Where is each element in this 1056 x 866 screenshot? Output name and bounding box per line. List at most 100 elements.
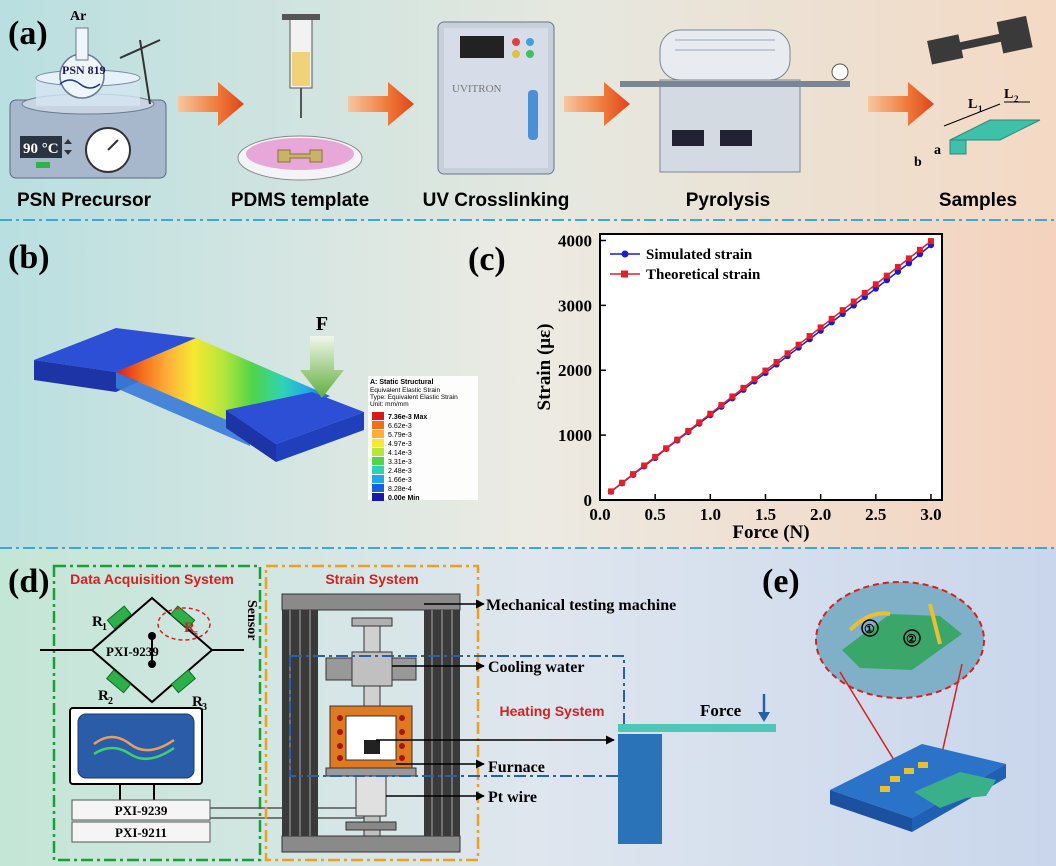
dim-b: b xyxy=(914,155,922,170)
strain-title: Strain System xyxy=(325,571,418,587)
series-point-1 xyxy=(839,307,846,314)
force-arrow-d xyxy=(758,712,770,722)
series-point-1 xyxy=(707,410,714,417)
sensor-label: Sensor xyxy=(244,600,259,640)
series-point-0 xyxy=(905,259,913,267)
y-tick-label: 2000 xyxy=(558,361,592,380)
series-point-1 xyxy=(729,393,736,400)
cantilever-specimen xyxy=(618,724,776,732)
series-point-1 xyxy=(927,238,934,245)
samples-illustration: L 1 L 2 a b xyxy=(914,15,1041,170)
process-arrow-4 xyxy=(868,82,934,126)
marker-1: ① xyxy=(864,622,875,636)
x-tick-label: 3.0 xyxy=(920,505,941,524)
panel-a-label: (a) xyxy=(8,15,48,52)
series-point-1 xyxy=(641,462,648,469)
series-point-1 xyxy=(883,272,890,279)
series-point-1 xyxy=(872,281,879,288)
panel-a: (a) 90 °C Ar PSN 819 xyxy=(8,9,1041,211)
resistor-r2 xyxy=(106,669,132,694)
callout-pt-wire: Pt wire xyxy=(488,789,537,806)
flask-label: PSN 819 xyxy=(62,63,106,77)
step-label-3: UV Crosslinking xyxy=(423,190,570,211)
series-point-1 xyxy=(850,298,857,305)
sensor-device xyxy=(830,744,1006,832)
module-pxi-9211 xyxy=(71,821,211,843)
panel-b: (b) F A: Static Structural Equivalent El… xyxy=(8,239,478,502)
legend-line-1: Equivalent Elastic Strain xyxy=(370,387,440,394)
x-tick-label: 1.0 xyxy=(700,505,721,524)
r1-sub: 1 xyxy=(102,622,107,633)
testing-machine xyxy=(281,593,461,853)
legend-swatch-1 xyxy=(372,421,384,429)
dim-l2: L xyxy=(1004,87,1013,102)
legend-title: A: Static Structural xyxy=(370,379,433,386)
series-point-1 xyxy=(740,384,747,391)
resistor-rs xyxy=(170,605,196,630)
series-point-1 xyxy=(630,471,637,478)
legend-swatches: 7.36e-3 Max6.62e-35.79e-34.97e-34.14e-33… xyxy=(372,412,427,502)
series-point-1 xyxy=(663,445,670,452)
x-tick-label: 0.5 xyxy=(645,505,666,524)
r2-sub: 2 xyxy=(108,696,113,707)
callout-cooling-water: Cooling water xyxy=(488,659,584,676)
panel-e-label: (e) xyxy=(762,563,800,600)
bridge-label: PXI-9239 xyxy=(106,644,159,659)
step-label-1: PSN Precursor xyxy=(17,190,152,211)
y-tick-label: 1000 xyxy=(558,426,592,445)
step-label-4: Pyrolysis xyxy=(686,190,771,211)
legend-swatch-4 xyxy=(372,448,384,456)
series-point-1 xyxy=(905,255,912,262)
resistor-r3 xyxy=(170,669,196,694)
series-point-1 xyxy=(828,315,835,322)
legend-marker-0 xyxy=(621,250,629,258)
dim-a: a xyxy=(934,143,941,158)
series-point-1 xyxy=(784,350,791,357)
panel-c-label: (c) xyxy=(468,241,506,278)
legend-swatch-6 xyxy=(372,466,384,474)
rs-sub: s xyxy=(194,628,198,639)
resistor-r1 xyxy=(106,605,132,630)
legend-line-2: Type: Equivalent Elastic Strain xyxy=(370,394,458,401)
pdms-template-illustration xyxy=(237,14,363,181)
heating-title: Heating System xyxy=(499,703,604,719)
heating-system-box xyxy=(289,655,625,777)
monitor-icon xyxy=(69,707,203,800)
process-arrow-2 xyxy=(348,82,414,126)
y-tick-label: 0 xyxy=(584,491,593,510)
force-label: F xyxy=(316,313,328,335)
legend-value-7: 1.66e-3 xyxy=(388,477,412,484)
step-label-5: Samples xyxy=(939,190,1017,211)
x-tick-label: 2.0 xyxy=(810,505,831,524)
legend-swatch-7 xyxy=(372,475,384,483)
series-point-1 xyxy=(861,289,868,296)
r2-label: R xyxy=(98,688,109,704)
tube-furnace-illustration xyxy=(620,29,850,173)
module-pxi-9239 xyxy=(71,799,211,821)
zoom-inset: ① ② xyxy=(815,581,985,699)
y-axis-label: Strain (με) xyxy=(534,324,555,411)
callout-testing-machine: Mechanical testing machine xyxy=(486,597,676,614)
panel-d-label: (d) xyxy=(8,563,50,600)
y-tick-label: 3000 xyxy=(558,296,592,315)
fea-specimen xyxy=(34,328,364,462)
uv-crosslinker-illustration: UVITRON xyxy=(437,21,555,175)
series-point-1 xyxy=(817,324,824,331)
legend-value-9: 0.00e Min xyxy=(388,495,420,502)
panel-e: (e) ① ② xyxy=(762,563,1006,832)
legend-value-6: 2.48e-3 xyxy=(388,468,412,475)
x-axis-label: Force (N) xyxy=(732,522,809,543)
legend-swatch-8 xyxy=(372,484,384,492)
process-arrows xyxy=(178,82,934,126)
legend-marker-1 xyxy=(621,270,628,278)
series-point-1 xyxy=(652,453,659,460)
daq-system-box xyxy=(52,564,262,862)
series-point-1 xyxy=(608,488,615,495)
legend-line-3: Unit: mm/mm xyxy=(370,401,409,408)
module-label-2: PXI-9211 xyxy=(115,825,167,840)
series-point-1 xyxy=(894,264,901,271)
legend-value-8: 8.28e-4 xyxy=(388,486,412,493)
